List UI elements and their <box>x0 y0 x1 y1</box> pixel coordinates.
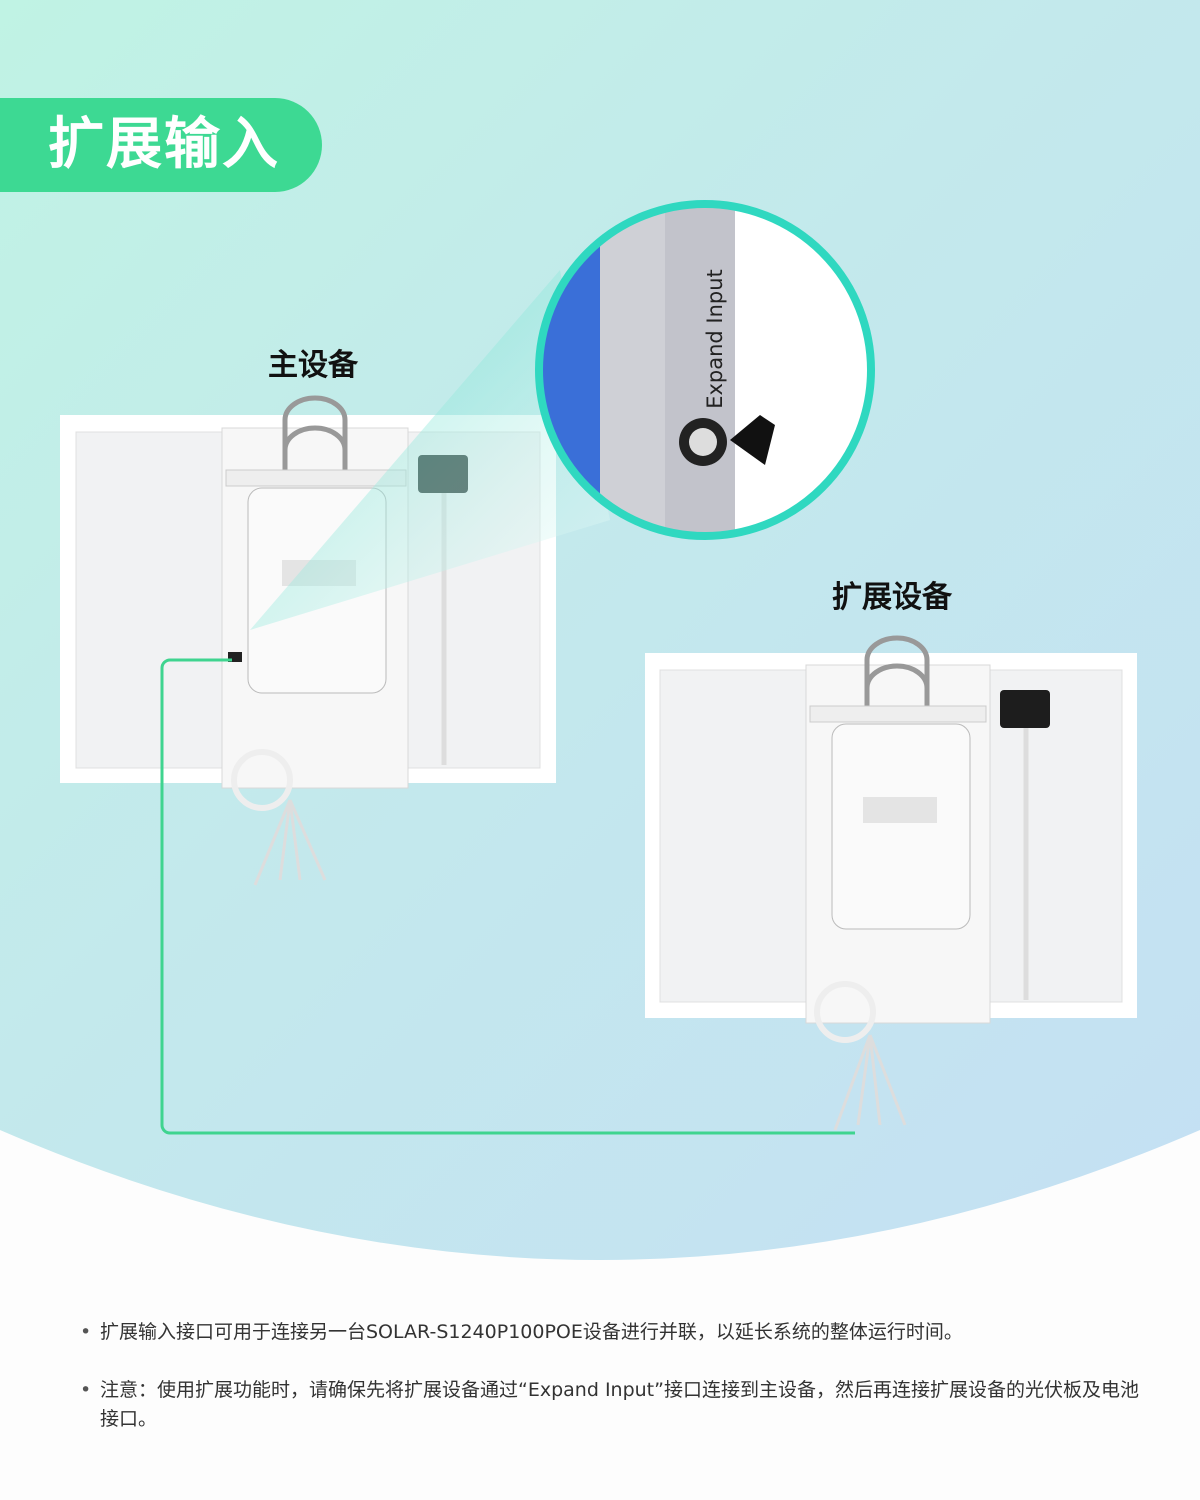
note-item: 扩展输入接口可用于连接另一台SOLAR-S1240P100POE设备进行并联，以… <box>80 1318 1140 1347</box>
expansion-device-label: 扩展设备 <box>832 580 952 615</box>
expand-connection-cable <box>160 658 855 1135</box>
notes-list: 扩展输入接口可用于连接另一台SOLAR-S1240P100POE设备进行并联，以… <box>80 1318 1140 1463</box>
note-item: 注意：使用扩展功能时，请确保先将扩展设备通过“Expand Input”接口连接… <box>80 1376 1140 1434</box>
magnifier <box>250 200 875 630</box>
expand-input-port-label: Expand Input <box>703 269 727 409</box>
main-device-label: 主设备 <box>268 348 358 383</box>
expansion-device <box>645 635 1137 1131</box>
page-title: 扩展输入 <box>0 98 322 192</box>
illustration <box>75 200 1137 1135</box>
